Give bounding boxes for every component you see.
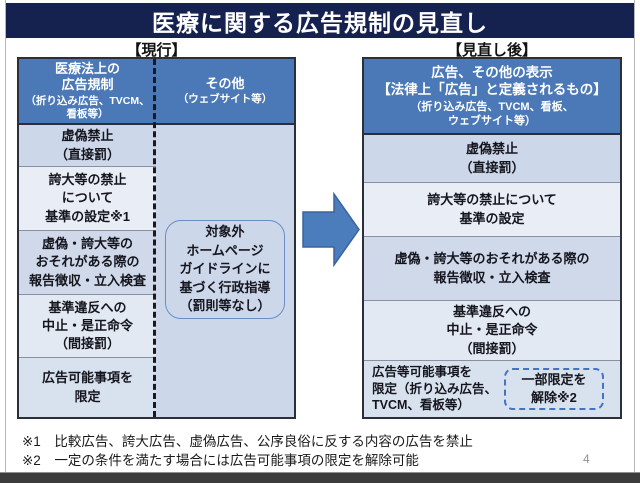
revised-table-rows: 虚偽禁止 （直接罰） 誇大等の禁止について 基準の設定 虚偽・誇大等のおそれがあ… xyxy=(364,135,620,417)
section-label-current: 【現行】 xyxy=(126,42,187,59)
table-row: 広告等可能事項を 限定（折り込み広告、 TVCM、看板等） 一部限定を 解除※2 xyxy=(364,361,620,417)
window-bottom-bar xyxy=(0,472,640,483)
table-row: 虚偽禁止 （直接罰） xyxy=(364,135,620,183)
footnote-2: ※2 一定の条件を満たす場合には広告可能事項の限定を解除可能 xyxy=(22,453,419,468)
footnote-1: ※1 比較広告、誇大広告、虚偽広告、公序良俗に反する内容の広告を禁止 xyxy=(22,434,473,449)
current-table-other-column: 対象外 ホームページ ガイドラインに 基づく行政指導 （罰則等なし） xyxy=(156,125,294,417)
current-table-left-column: 虚偽禁止 （直接罰） 誇大等の禁止 について 基準の設定※1 虚偽・誇大等の お… xyxy=(19,125,156,417)
table-row: 虚偽・誇大等の おそれがある際の 報告徴収・立入検査 xyxy=(19,231,156,295)
table-row: 誇大等の禁止について 基準の設定 xyxy=(364,183,620,237)
current-table-header: 医療法上の 広告規制 （折り込み広告、TVCM、 看板等） その他 （ウェブサイ… xyxy=(19,59,294,125)
page-title: 医療に関する広告規制の見直し xyxy=(152,9,488,36)
table-current-regulation: 医療法上の 広告規制 （折り込み広告、TVCM、 看板等） その他 （ウェブサイ… xyxy=(17,57,296,419)
right-arrow-icon xyxy=(302,192,360,267)
current-header-other-title: その他 xyxy=(205,75,245,91)
table-row: 基準違反への 中止・是正命令 （間接罰） xyxy=(364,301,620,361)
current-header-medical-law-sub: （折り込み広告、TVCM、 看板等） xyxy=(25,94,150,120)
table-row: 虚偽・誇大等のおそれがある際の 報告徴収・立入検査 xyxy=(364,237,620,301)
table-row: 虚偽禁止 （直接罰） xyxy=(19,125,156,167)
exempt-note-box: 対象外 ホームページ ガイドラインに 基づく行政指導 （罰則等なし） xyxy=(165,220,285,319)
current-header-other: その他 （ウェブサイト等） xyxy=(156,59,294,123)
revised-header-line2: 【法律上「広告」と定義されるもの】 xyxy=(377,82,607,98)
title-banner: 医療に関する広告規制の見直し xyxy=(6,3,634,38)
limited-items-text: 広告等可能事項を 限定（折り込み広告、 TVCM、看板等） xyxy=(372,364,498,413)
column-dashed-divider xyxy=(153,59,156,417)
current-header-other-sub: （ウェブサイト等） xyxy=(177,93,273,106)
table-row: 広告可能事項を 限定 xyxy=(19,358,156,417)
section-label-revised: 【見直し後】 xyxy=(446,42,537,59)
page-number: 4 xyxy=(583,452,590,466)
table-row: 基準違反への 中止・是正命令 （間接罰） xyxy=(19,295,156,358)
partial-release-badge: 一部限定を 解除※2 xyxy=(504,368,604,410)
current-header-medical-law-title: 医療法上の 広告規制 xyxy=(54,61,120,93)
slide-left-edge xyxy=(5,0,6,472)
table-row: 誇大等の禁止 について 基準の設定※1 xyxy=(19,167,156,231)
table-revised-regulation: 広告、その他の表示 【法律上「広告」と定義されるもの】 （折り込み広告、TVCM… xyxy=(362,57,622,419)
current-header-medical-law: 医療法上の 広告規制 （折り込み広告、TVCM、 看板等） xyxy=(19,59,156,123)
revised-table-header: 広告、その他の表示 【法律上「広告」と定義されるもの】 （折り込み広告、TVCM… xyxy=(364,59,620,135)
slide-right-edge xyxy=(634,0,635,472)
revised-header-sub: （折り込み広告、TVCM、看板、 ウェブサイト等） xyxy=(410,100,574,128)
revised-header-line1: 広告、その他の表示 xyxy=(431,64,553,80)
